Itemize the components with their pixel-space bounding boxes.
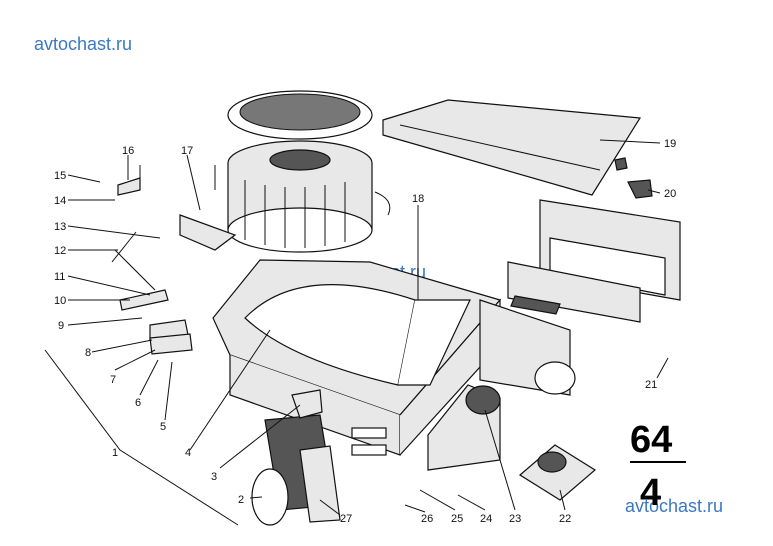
callout-21: 21 bbox=[645, 379, 657, 391]
flap-box bbox=[427, 384, 501, 471]
callout-11: 11 bbox=[54, 271, 65, 283]
callout-1: 1 bbox=[112, 447, 118, 459]
callout-5: 5 bbox=[160, 421, 166, 433]
callout-15: 15 bbox=[54, 170, 66, 182]
callout-12: 12 bbox=[54, 245, 66, 257]
callout-labels: 1 2 3 4 5 6 7 8 9 10 11 12 13 14 15 16 1… bbox=[54, 138, 676, 525]
callout-26: 26 bbox=[421, 513, 433, 525]
retaining-clip bbox=[627, 179, 653, 199]
control-linkage bbox=[111, 165, 391, 355]
callout-3: 3 bbox=[211, 471, 217, 483]
callout-18: 18 bbox=[412, 193, 424, 205]
bracket bbox=[291, 389, 323, 419]
callout-2: 2 bbox=[238, 494, 244, 506]
leader-lines bbox=[44, 139, 669, 526]
fan-cover-grille bbox=[227, 90, 373, 140]
callout-19: 19 bbox=[664, 138, 676, 150]
callout-10: 10 bbox=[54, 295, 66, 307]
blower-fan-assembly bbox=[227, 140, 373, 253]
callout-27: 27 bbox=[340, 513, 352, 525]
callout-8: 8 bbox=[85, 347, 91, 359]
callout-17: 17 bbox=[181, 145, 193, 157]
group-major: 64 bbox=[630, 419, 672, 461]
rubber-seal bbox=[251, 468, 289, 526]
small-clip bbox=[614, 157, 628, 171]
air-duct-frame bbox=[507, 199, 681, 323]
callout-20: 20 bbox=[664, 188, 676, 200]
watermark-bottom-right: avtochast.ru bbox=[625, 496, 724, 516]
callout-13: 13 bbox=[54, 221, 66, 233]
callout-23: 23 bbox=[509, 513, 521, 525]
group-number: 64 4 bbox=[630, 419, 686, 514]
floor-outlet bbox=[518, 444, 597, 501]
callout-9: 9 bbox=[58, 320, 64, 332]
cover-panel bbox=[382, 99, 642, 196]
callout-24: 24 bbox=[480, 513, 492, 525]
callout-22: 22 bbox=[559, 513, 571, 525]
callout-6: 6 bbox=[135, 397, 141, 409]
callout-25: 25 bbox=[451, 513, 463, 525]
side-outlet-duct bbox=[479, 299, 576, 396]
group-minor: 4 bbox=[640, 472, 661, 514]
watermark-top-left: avtochast.ru bbox=[34, 34, 133, 54]
callout-14: 14 bbox=[54, 195, 66, 207]
callout-16: 16 bbox=[122, 145, 134, 157]
callout-7: 7 bbox=[110, 374, 116, 386]
callout-4: 4 bbox=[185, 447, 191, 459]
